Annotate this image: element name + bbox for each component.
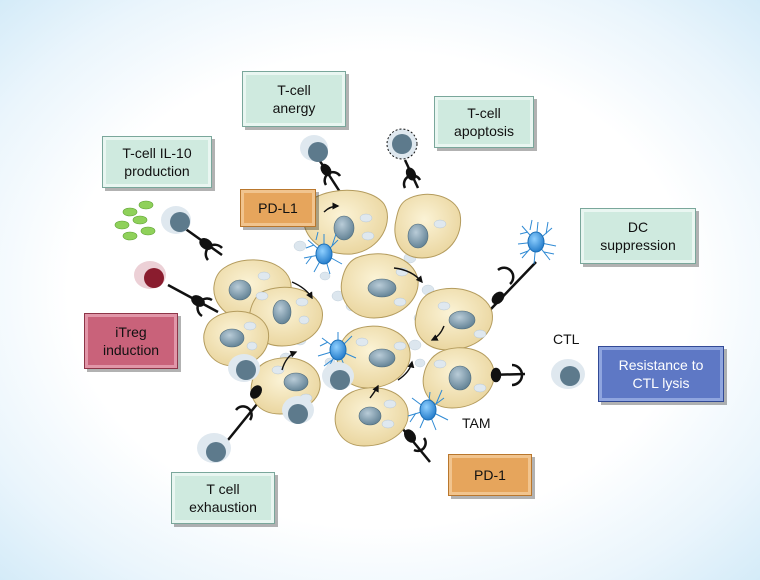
dendritic-cell-right — [517, 219, 557, 265]
dendritic-cell-left — [303, 231, 343, 275]
t-cell-loose — [282, 396, 314, 424]
pair-dc — [491, 266, 515, 305]
tam-label: TAM — [462, 415, 491, 431]
t-cell-anergy-box: T-cell anergy — [242, 71, 346, 127]
t-cell-il10-box: T-cell IL-10 production — [102, 136, 212, 188]
pair-il10 — [199, 237, 223, 261]
pair-exhaustion — [234, 385, 263, 421]
dendritic-cell-tam — [407, 389, 449, 431]
dendritic-cell-center — [317, 332, 357, 371]
pair-pd1 — [403, 429, 427, 453]
migration-arrows — [281, 202, 445, 399]
itreg-induction-box: iTreg induction — [84, 313, 178, 369]
t-cells — [134, 128, 585, 463]
pd-l1-box: PD-L1 — [240, 189, 316, 227]
dendritic-cells — [303, 219, 557, 431]
pd-1-box: PD-1 — [448, 454, 532, 496]
il10-particles — [114, 200, 156, 241]
pair-ctl — [490, 363, 524, 387]
receptor-ligand-pairs — [191, 163, 524, 453]
ctl-label: CTL — [553, 331, 580, 347]
t-cell-apoptosis — [386, 128, 418, 160]
dc-suppression-box: DC suppression — [580, 208, 696, 264]
t-cell-loose — [228, 354, 260, 382]
t-cell-il10 — [161, 206, 191, 234]
t-cell-exhaustion-box: T cell exhaustion — [171, 472, 275, 524]
resistance-ctl-lysis-box: Resistance to CTL lysis — [598, 346, 724, 402]
pair-anergy — [320, 163, 342, 186]
t-cell-loose — [322, 362, 354, 390]
t-cell-exhaustion — [197, 433, 231, 463]
pair-apoptosis — [402, 167, 422, 189]
itreg-cell — [134, 261, 166, 289]
cell-nuclei — [219, 213, 487, 429]
t-cell-apoptosis-box: T-cell apoptosis — [434, 96, 534, 148]
t-cell-anergy — [300, 135, 328, 162]
ctl-cell — [551, 359, 585, 389]
pair-itreg — [191, 295, 213, 318]
tumor-cell — [394, 193, 462, 259]
